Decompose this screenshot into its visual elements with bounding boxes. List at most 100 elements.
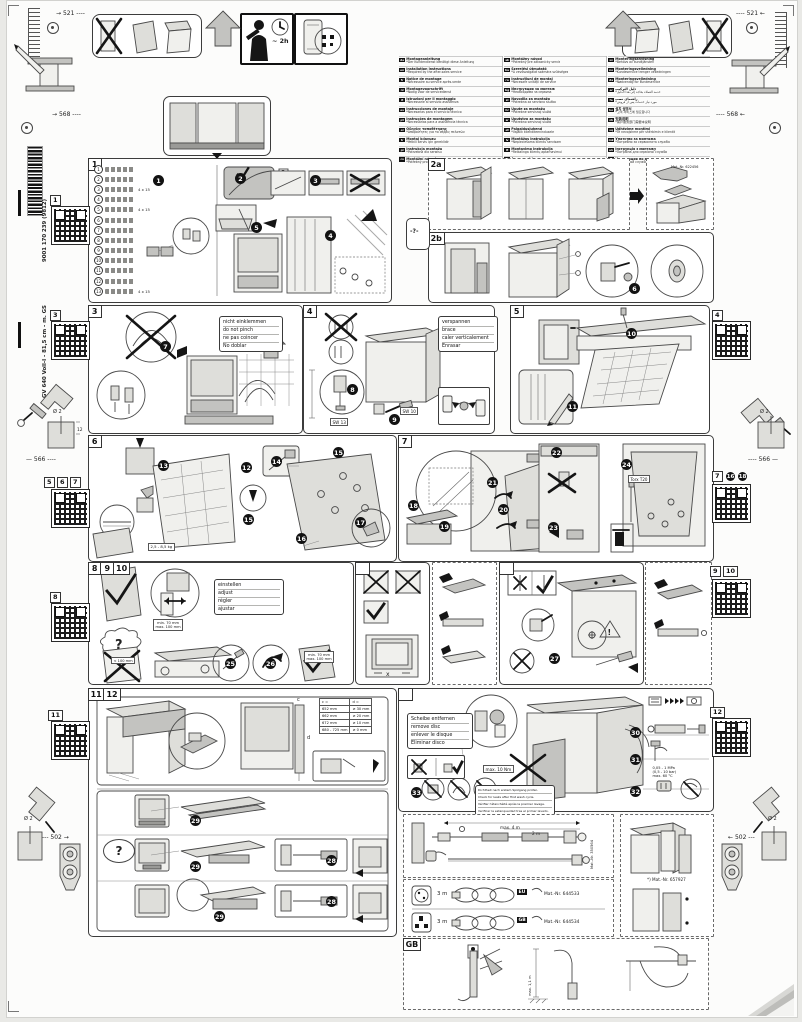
part-number-circle: 8 <box>94 235 103 245</box>
registration-mark <box>18 190 21 216</box>
lt100-label: < 100 mm <box>111 657 136 665</box>
table-row: 672 mm≥ 10 mm <box>318 719 373 727</box>
drill-dia-label: Ø 2 <box>760 409 769 415</box>
panel-number: 4 <box>302 304 317 318</box>
panel-4-level-feet: 4 0 - 60 mm SW 13 SW 10 verspannenbracec… <box>302 304 604 718</box>
dashed-panel-hose-extension: max. 4 m 2 m Mat.-Nr. 350564 <box>403 814 614 878</box>
crop-mark-icon <box>783 5 794 16</box>
language-code-badge: en <box>399 67 406 73</box>
part-number-circle: 10 <box>94 256 103 266</box>
step-5: 5 <box>251 222 262 233</box>
step-28b: 28 <box>326 896 337 907</box>
drill-icon <box>17 383 74 427</box>
installer-time-pictogram: ~ 2h <box>240 13 294 65</box>
step-20: 20 <box>498 504 509 515</box>
gb-badge: GB <box>517 917 528 923</box>
panel-label-blank <box>498 561 514 575</box>
parts-list-item: 4 <box>94 195 212 205</box>
language-code-badge: bg <box>504 87 511 93</box>
qr-label-1: 1 <box>50 195 61 206</box>
language-code-badge: pt <box>399 117 406 122</box>
drill-target-icon <box>769 122 781 134</box>
step-8: 8 <box>347 384 358 395</box>
step-7: 7 <box>160 341 171 352</box>
install-time-label: ~ 2h <box>272 37 289 45</box>
qr-code-step1 <box>51 206 90 245</box>
torx-label: Torx T20 <box>628 475 650 483</box>
step-24: 24 <box>621 459 632 470</box>
part-number-circle: 1 <box>94 164 103 174</box>
step-29: 29 <box>190 815 201 826</box>
panel-number: 5 <box>509 304 524 318</box>
step-9: 9 <box>389 414 400 425</box>
cord-length-eu: 3 m <box>437 891 448 897</box>
step-6: 6 <box>629 283 640 294</box>
part-qty: 4 x 15 <box>138 186 150 192</box>
part-icon <box>105 227 135 233</box>
dim-568-right: ---- 568 ← <box>716 111 745 118</box>
dim-502-left: --- 502 → <box>42 834 69 841</box>
thought-question-icon: ? <box>103 839 135 863</box>
language-code-badge: el <box>399 127 406 132</box>
svg-text:?: ? <box>115 638 123 653</box>
worktop-pencil-icon <box>729 46 790 94</box>
kitchen-overview-box <box>163 96 271 159</box>
language-code-badge: es <box>399 107 406 113</box>
drill-icon <box>752 786 780 833</box>
svg-text:12: 12 <box>77 427 83 433</box>
parts-list-item: 10 <box>94 256 212 266</box>
language-code-badge: it <box>399 97 406 103</box>
step-25: 25 <box>225 658 236 669</box>
language-code-badge: da <box>608 77 615 83</box>
dashed-panel-side-panels: *) Mat.-Nr. 657927 <box>620 814 714 937</box>
part-icon <box>105 278 135 284</box>
part-qty: 4 x 15 <box>138 288 150 294</box>
panel-number: 7 <box>397 434 412 448</box>
worktop-pencil-icon <box>14 44 75 92</box>
table-header-c: c = <box>318 698 351 706</box>
question-label: -?- <box>410 228 419 235</box>
panel-number: 12 <box>103 687 121 701</box>
parts-list-item: 7 <box>94 225 212 235</box>
step-30: 30 <box>630 727 641 738</box>
part-icon <box>105 207 135 213</box>
language-code-badge: cs <box>399 157 406 162</box>
step-15: 15 <box>333 447 344 458</box>
part-number-circle: 2 <box>94 174 103 184</box>
parts-list-item: 9 <box>94 246 212 256</box>
eu-badge: EU <box>517 889 527 895</box>
table-row: 680 - 725 mm≥ 0 mm <box>318 726 373 734</box>
qr-label-10: 10 <box>723 566 739 577</box>
drill-dia-label: Ø 2 <box>24 816 33 822</box>
panel-number: 11 <box>87 687 105 701</box>
step-27: 27 <box>549 653 560 664</box>
hose-2m-length: 2 m <box>532 831 541 836</box>
mini-panel-cabinet-check: x <box>354 561 430 685</box>
hose-max-length: max. 4 m <box>500 825 520 830</box>
language-code-badge: nl <box>399 87 406 93</box>
language-code-badge: sq <box>608 127 615 132</box>
wrong-pan-box-right <box>622 14 732 58</box>
dashed-panel-power-cords: 3 m 3 m EU GB Mat.-Nr. 644533 Mat.-Nr. 6… <box>403 879 614 937</box>
language-code-badge: sl <box>504 97 511 103</box>
step-18: 18 <box>408 500 419 511</box>
torque-label: max. 10 Nm <box>483 765 514 774</box>
language-code-badge: uk <box>608 147 615 152</box>
